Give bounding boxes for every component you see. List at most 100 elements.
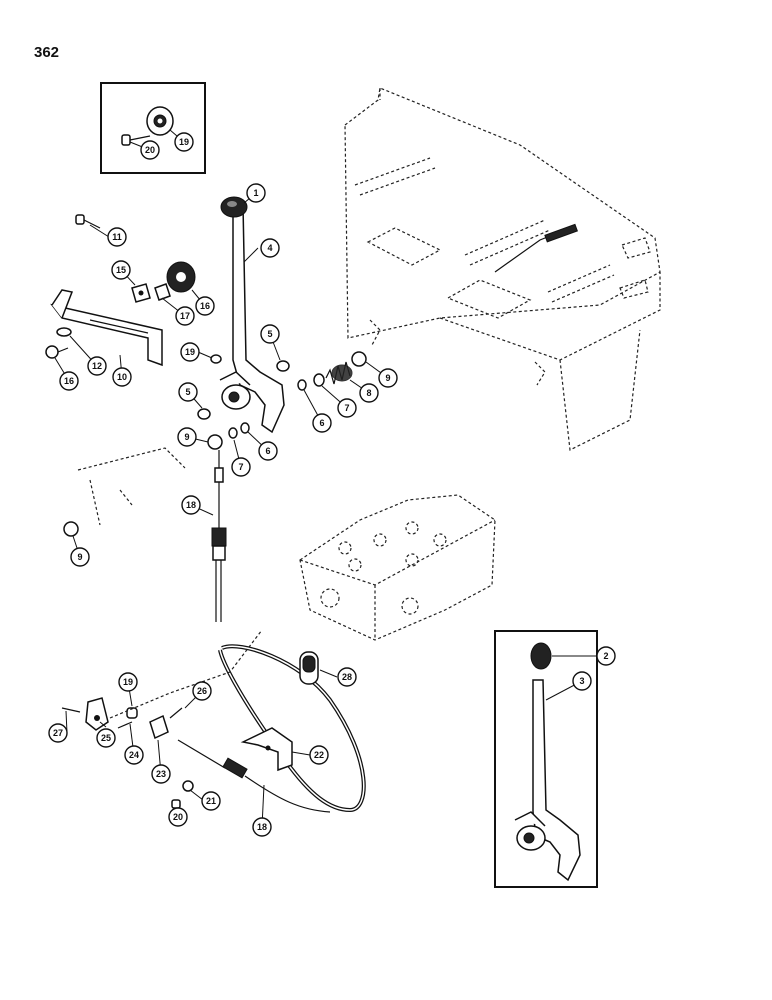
callout-label: 25 bbox=[101, 733, 111, 743]
callout-label: 9 bbox=[77, 552, 82, 562]
bushing-5-part bbox=[276, 360, 290, 372]
callout-label: 28 bbox=[342, 672, 352, 682]
callout-label: 7 bbox=[238, 462, 243, 472]
small-parts-lower bbox=[61, 697, 194, 809]
callout-22: 22 bbox=[309, 745, 329, 765]
callout-label: 7 bbox=[344, 403, 349, 413]
callout-9c: 9 bbox=[70, 547, 90, 567]
callout-label: 17 bbox=[180, 311, 190, 321]
callout-10: 10 bbox=[112, 367, 132, 387]
page-number: 362 bbox=[34, 44, 60, 61]
callout-19b: 19 bbox=[180, 342, 200, 362]
callout-label: 9 bbox=[184, 432, 189, 442]
nut-19-part bbox=[210, 354, 222, 364]
callout-6b: 6 bbox=[258, 441, 278, 461]
callout-11: 11 bbox=[107, 227, 127, 247]
nut-9c-part bbox=[63, 521, 79, 537]
callout-label: 15 bbox=[116, 265, 126, 275]
callout-label: 6 bbox=[319, 418, 324, 428]
washer-17-part bbox=[154, 283, 171, 301]
inset-box-bottom bbox=[494, 630, 598, 888]
callout-label: 1 bbox=[253, 188, 258, 198]
callout-24: 24 bbox=[124, 745, 144, 765]
callout-label: 21 bbox=[206, 796, 216, 806]
clip-15-part bbox=[131, 283, 151, 303]
nut-9-part bbox=[351, 351, 367, 367]
callout-9a: 9 bbox=[378, 368, 398, 388]
callout-5b: 5 bbox=[178, 382, 198, 402]
nut-9b-part bbox=[207, 434, 223, 450]
cable-end-part bbox=[177, 739, 331, 813]
lever-4-part bbox=[219, 204, 285, 434]
callout-label: 19 bbox=[123, 677, 133, 687]
callout-26: 26 bbox=[192, 681, 212, 701]
callout-label: 20 bbox=[173, 812, 183, 822]
bracket-22-part bbox=[240, 727, 293, 772]
callout-4: 4 bbox=[260, 238, 280, 258]
callout-1: 1 bbox=[246, 183, 266, 203]
callout-19a: 19 bbox=[174, 132, 194, 152]
washer-7-part bbox=[313, 373, 325, 387]
callout-label: 8 bbox=[366, 388, 371, 398]
console-panel bbox=[344, 87, 661, 451]
washer-6-part bbox=[297, 379, 307, 391]
callout-label: 18 bbox=[257, 822, 267, 832]
callout-label: 27 bbox=[53, 728, 63, 738]
bracket-10-part bbox=[50, 289, 163, 367]
valve-body bbox=[299, 494, 496, 641]
callout-label: 22 bbox=[314, 750, 324, 760]
callout-label: 16 bbox=[200, 301, 210, 311]
callout-label: 9 bbox=[385, 373, 390, 383]
callout-label: 26 bbox=[197, 686, 207, 696]
callout-27: 27 bbox=[48, 723, 68, 743]
callout-label: 18 bbox=[186, 500, 196, 510]
callout-6a: 6 bbox=[312, 413, 332, 433]
callout-12: 12 bbox=[87, 356, 107, 376]
bolt-11-part bbox=[75, 214, 101, 229]
callout-label: 11 bbox=[112, 232, 122, 242]
bolt-16-part bbox=[45, 345, 69, 359]
callout-label: 23 bbox=[156, 769, 166, 779]
callout-label: 19 bbox=[185, 347, 195, 357]
callout-label: 19 bbox=[179, 137, 189, 147]
callout-3: 3 bbox=[572, 671, 592, 691]
callout-9b: 9 bbox=[177, 427, 197, 447]
knob-1-part bbox=[220, 196, 248, 218]
knob-16-part bbox=[166, 261, 196, 293]
callout-label: 5 bbox=[267, 329, 272, 339]
callout-label: 5 bbox=[185, 387, 190, 397]
assembly-dashed-line bbox=[109, 629, 263, 719]
callout-label: 16 bbox=[64, 376, 74, 386]
callout-18b: 18 bbox=[252, 817, 272, 837]
washer-7b-part bbox=[228, 427, 238, 439]
callout-label: 4 bbox=[267, 243, 272, 253]
callout-17: 17 bbox=[175, 306, 195, 326]
cable-18-part bbox=[211, 450, 227, 622]
washer-6b-part bbox=[240, 422, 250, 434]
screw-20-part bbox=[121, 134, 151, 146]
callout-20a: 20 bbox=[140, 140, 160, 160]
callout-21: 21 bbox=[201, 791, 221, 811]
inset-box-top bbox=[100, 82, 206, 174]
callout-label: 6 bbox=[265, 446, 270, 456]
callout-5a: 5 bbox=[260, 324, 280, 344]
callout-25: 25 bbox=[96, 728, 116, 748]
callout-label: 20 bbox=[145, 145, 155, 155]
callout-20b: 20 bbox=[168, 807, 188, 827]
callout-16a: 16 bbox=[195, 296, 215, 316]
callout-7a: 7 bbox=[337, 398, 357, 418]
washer-12-part bbox=[56, 327, 72, 337]
leader-lines bbox=[54, 129, 606, 828]
callout-label: 12 bbox=[92, 361, 102, 371]
callout-23: 23 bbox=[151, 764, 171, 784]
callout-label: 3 bbox=[579, 676, 584, 686]
callout-8: 8 bbox=[359, 383, 379, 403]
callout-15: 15 bbox=[111, 260, 131, 280]
callout-16b: 16 bbox=[59, 371, 79, 391]
callout-18a: 18 bbox=[181, 495, 201, 515]
slider-28-part bbox=[299, 651, 319, 685]
knob-19-part bbox=[146, 106, 174, 136]
callout-2: 2 bbox=[596, 646, 616, 666]
dashed-bracket-left bbox=[77, 447, 186, 526]
